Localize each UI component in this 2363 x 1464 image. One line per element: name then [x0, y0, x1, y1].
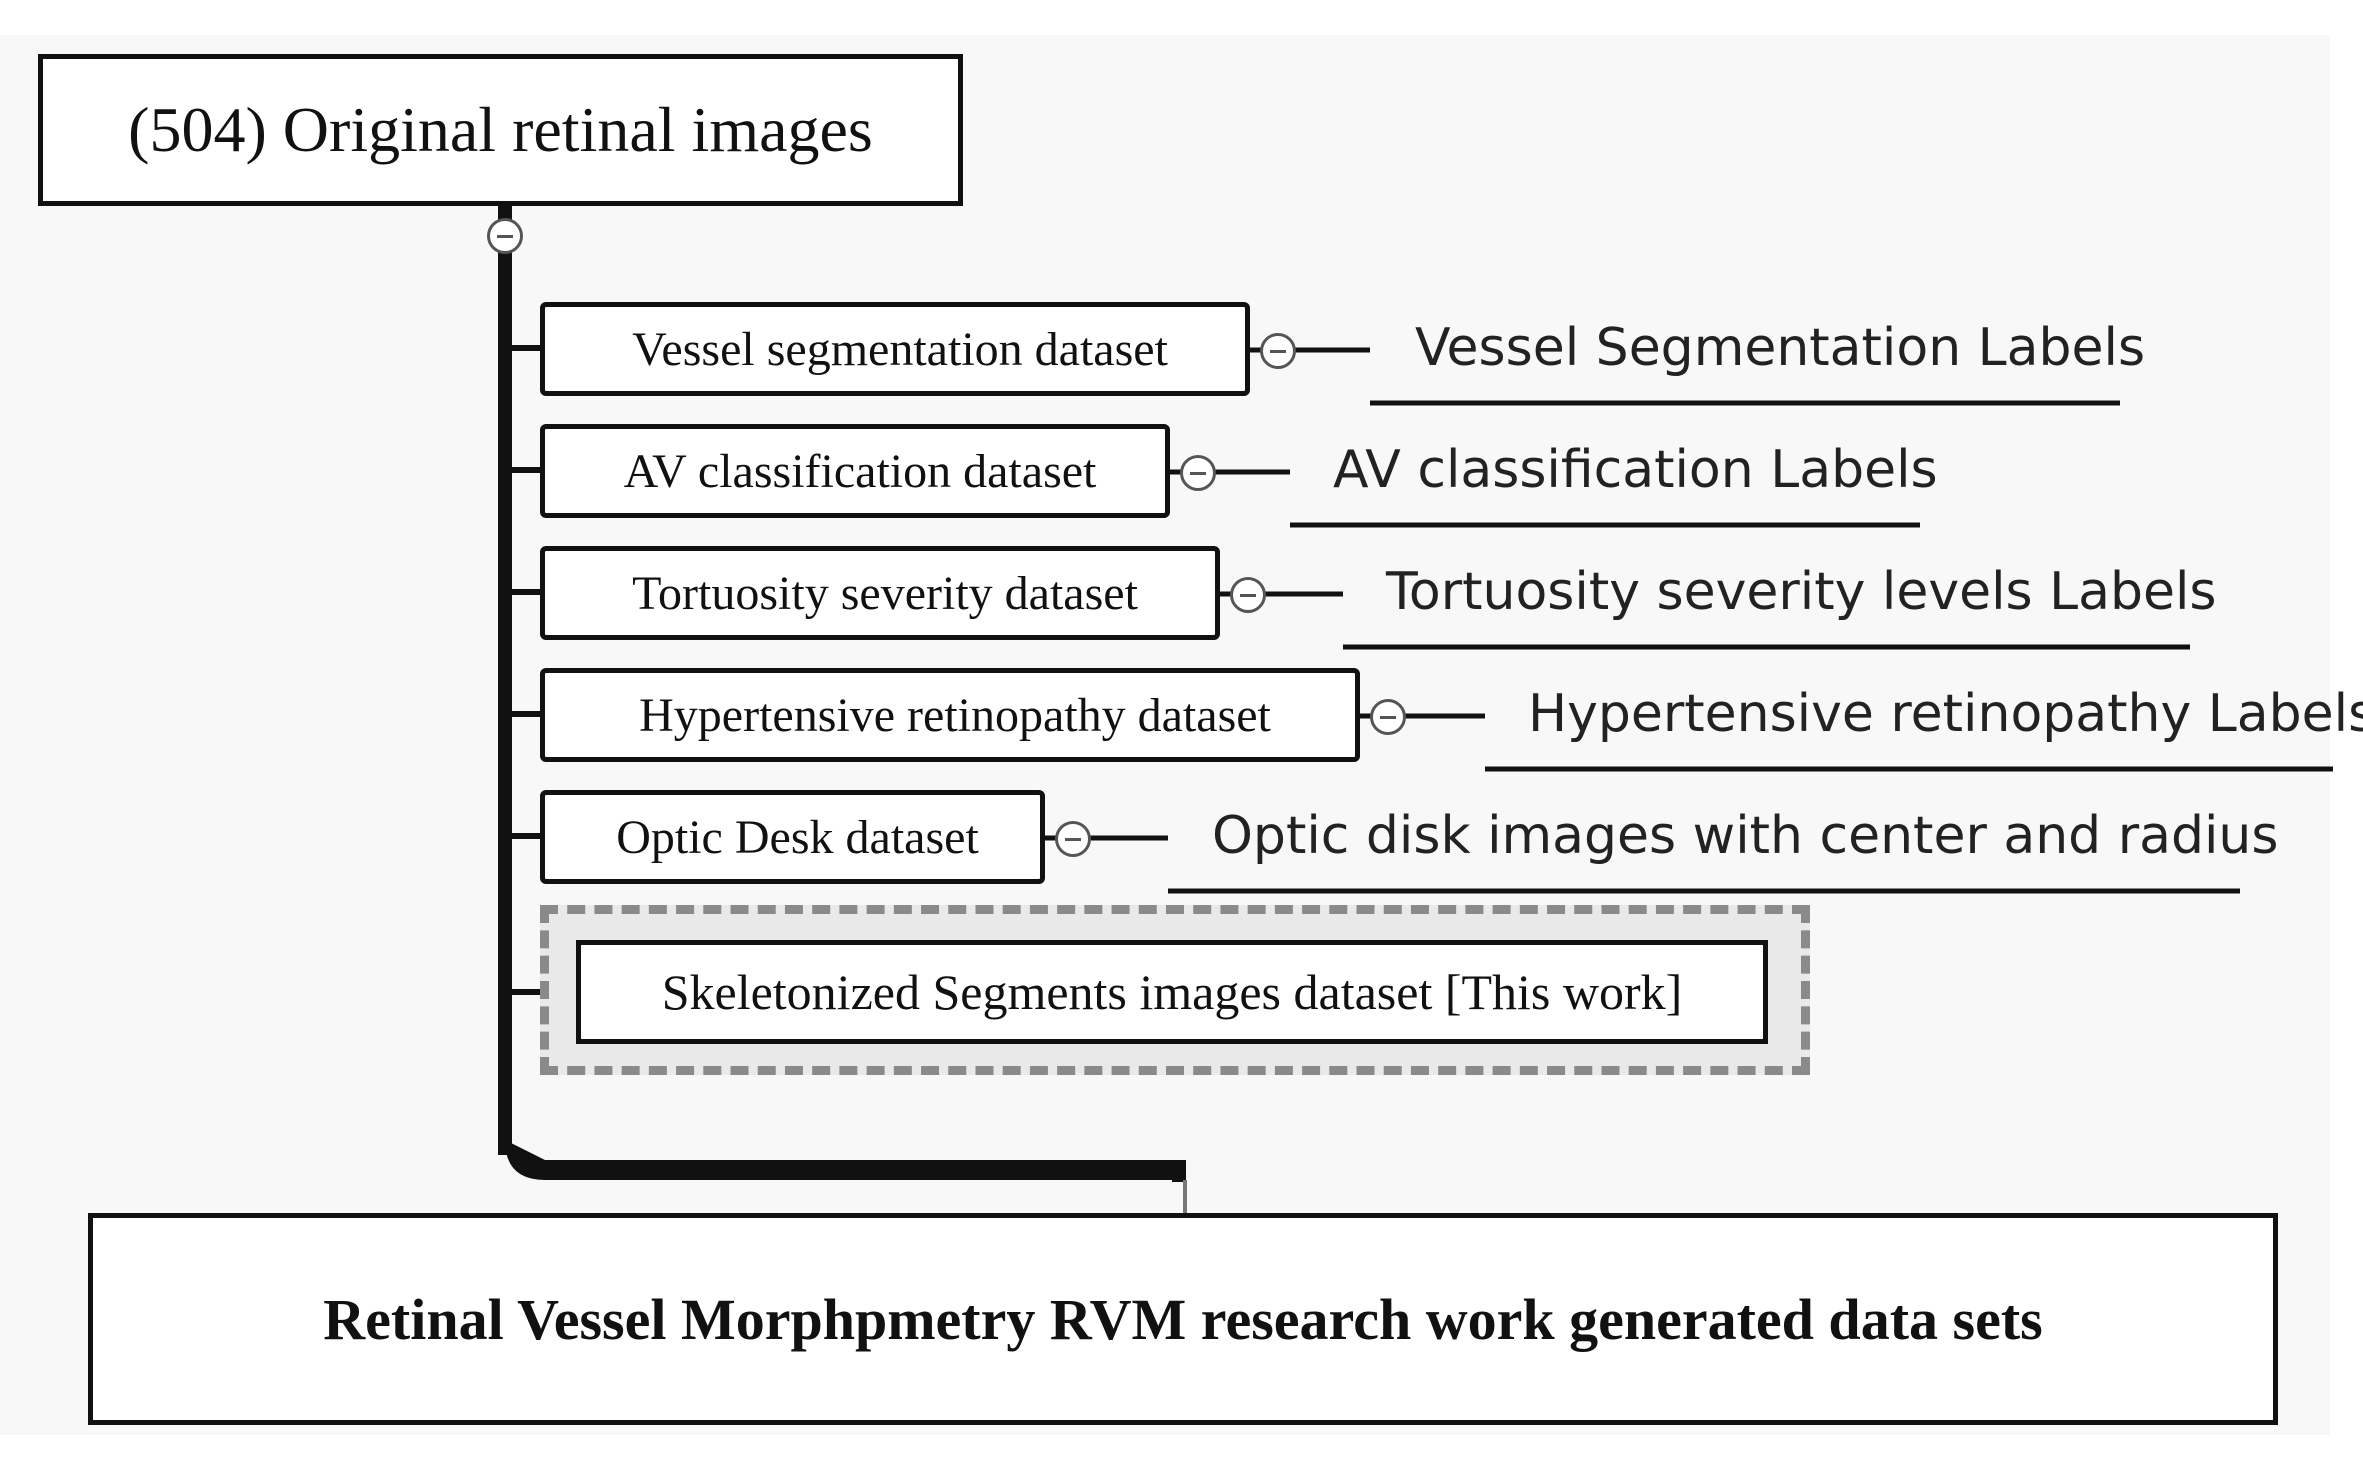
trunk-bend: [505, 1140, 1185, 1180]
collapse-icon-av[interactable]: [1180, 455, 1216, 491]
node-hypertensive-retinopathy: Hypertensive retinopathy dataset: [540, 668, 1360, 762]
collapse-icon-optic[interactable]: [1055, 821, 1091, 857]
output-optic-disk-images: Optic disk images with center and radius: [1212, 806, 2279, 866]
collapse-icon-root[interactable]: [487, 218, 523, 254]
node-skeletonized-segments: Skeletonized Segments images dataset [Th…: [576, 940, 1768, 1044]
node-av-classification: AV classification dataset: [540, 424, 1170, 518]
node-optic-desk-label: Optic Desk dataset: [616, 810, 979, 864]
node-av-classification-label: AV classification dataset: [623, 444, 1097, 498]
collapse-icon-hypertensive[interactable]: [1370, 699, 1406, 735]
node-vessel-segmentation-label: Vessel segmentation dataset: [632, 322, 1168, 376]
output-hypertensive-labels: Hypertensive retinopathy Labels: [1528, 684, 2363, 744]
trunk-to-footer: [1172, 1160, 1186, 1182]
node-tortuosity-severity-label: Tortuosity severity dataset: [632, 566, 1138, 620]
node-tortuosity-severity: Tortuosity severity dataset: [540, 546, 1220, 640]
output-av-classification-labels: AV classification Labels: [1333, 440, 1938, 500]
root-node: (504) Original retinal images: [38, 54, 963, 206]
footer-title: Retinal Vessel Morphpmetry RVM research …: [323, 1286, 2043, 1352]
node-hypertensive-retinopathy-label: Hypertensive retinopathy dataset: [639, 688, 1271, 742]
collapse-icon-tortuosity[interactable]: [1230, 577, 1266, 613]
footer-title-box: Retinal Vessel Morphpmetry RVM research …: [88, 1213, 2278, 1425]
node-optic-desk: Optic Desk dataset: [540, 790, 1045, 884]
collapse-icon-vessel[interactable]: [1260, 333, 1296, 369]
node-skeletonized-segments-label: Skeletonized Segments images dataset [Th…: [661, 964, 1683, 1020]
output-vessel-segmentation-labels: Vessel Segmentation Labels: [1415, 318, 2146, 378]
root-label: (504) Original retinal images: [128, 94, 873, 165]
node-vessel-segmentation: Vessel segmentation dataset: [540, 302, 1250, 396]
output-tortuosity-levels-labels: Tortuosity severity levels Labels: [1386, 562, 2217, 622]
